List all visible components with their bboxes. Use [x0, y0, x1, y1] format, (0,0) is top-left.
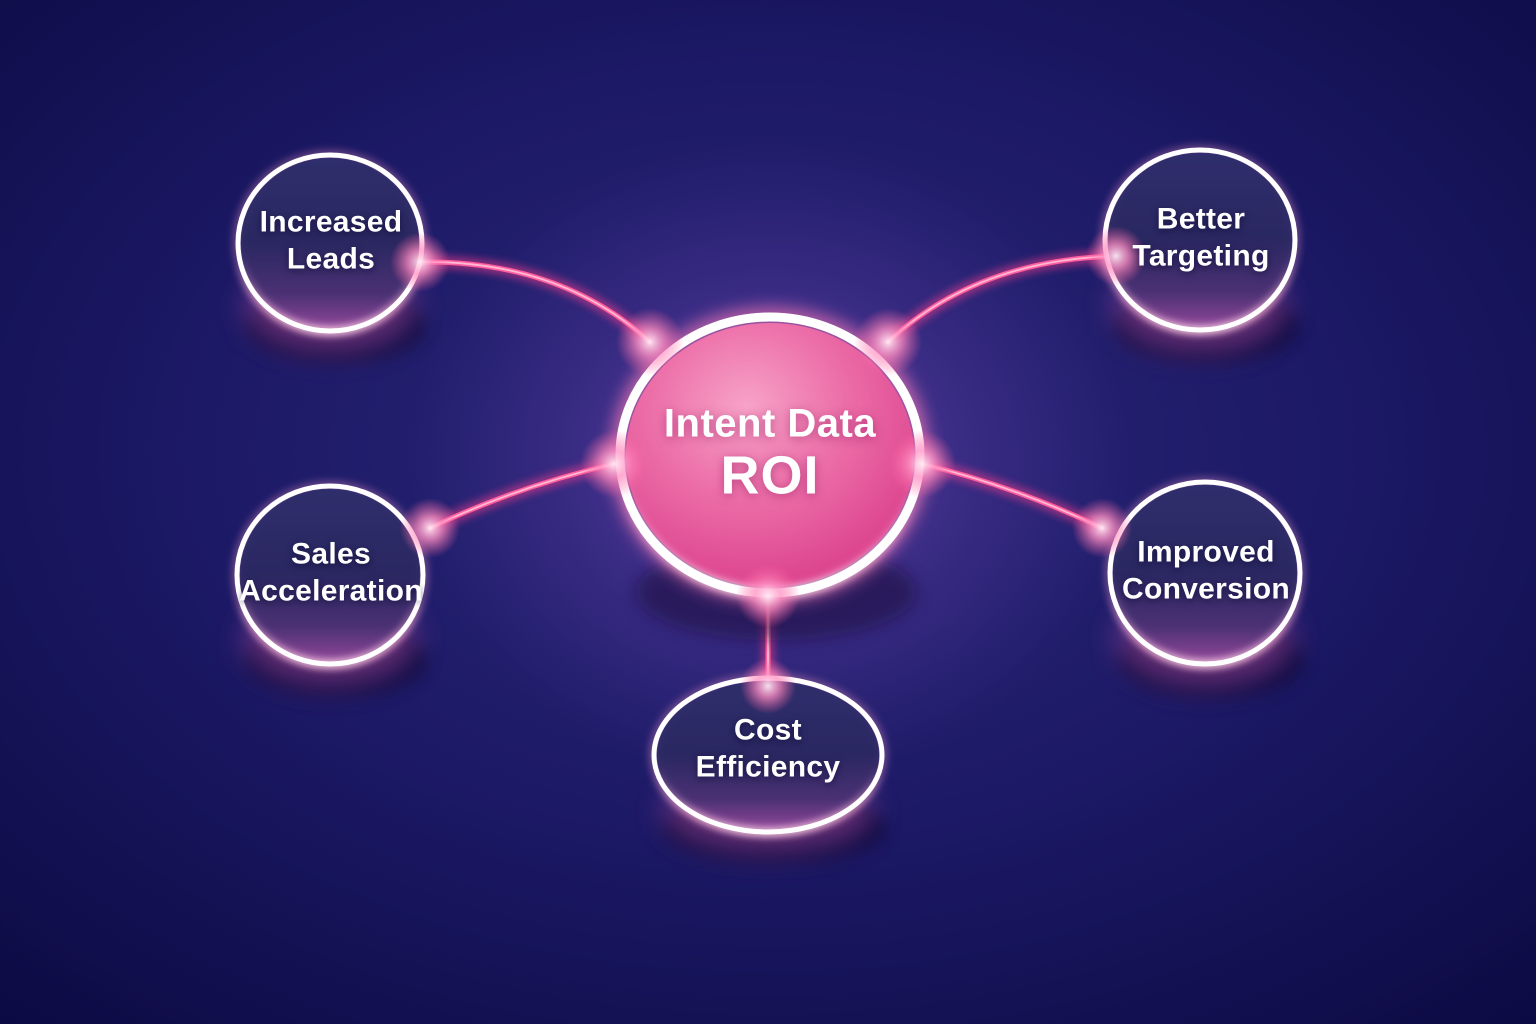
connector-junction-glows [390, 226, 1146, 714]
node-improved-conversion [1105, 477, 1305, 699]
center-label-line1: Intent Data [663, 401, 877, 446]
node-ring [1107, 479, 1303, 667]
node-fill [240, 489, 420, 661]
node-fill [1113, 485, 1297, 661]
node-fill [1108, 153, 1292, 327]
center-label-line2: ROI [720, 445, 820, 506]
node-ring [234, 483, 426, 667]
node-fill [657, 681, 879, 829]
node-cost-efficiency [649, 673, 887, 864]
node-sales-acceleration [232, 481, 428, 698]
center-label: Intent Data ROI [664, 402, 876, 503]
node-increased-leads [233, 150, 427, 364]
node-fill [241, 158, 419, 328]
center-fill [626, 323, 914, 587]
node-better-targeting [1100, 145, 1300, 364]
